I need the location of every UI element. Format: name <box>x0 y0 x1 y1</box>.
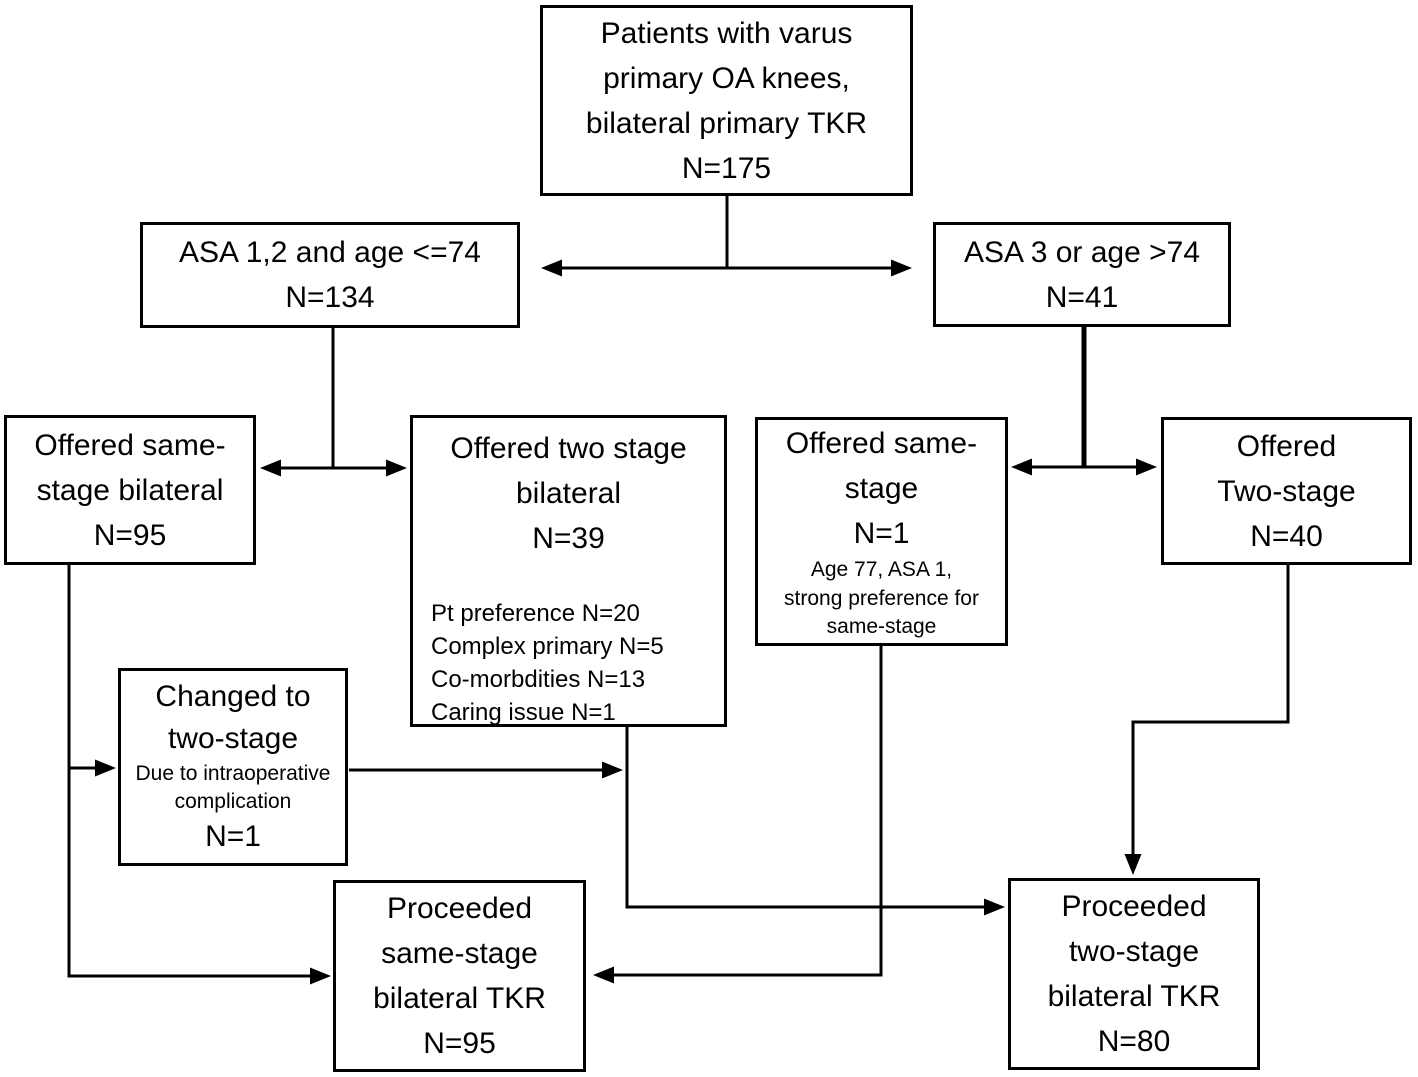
box-proceeded-same-stage: Proceeded same-stage bilateral TKR N=95 <box>333 880 586 1072</box>
box-text-line: Offered <box>1236 429 1337 463</box>
box-offered-same-stage-bilateral: Offered same- stage bilateral N=95 <box>4 415 256 565</box>
box-note-line: same-stage <box>826 615 937 639</box>
box-asa12-age-le74: ASA 1,2 and age <=74 N=134 <box>140 222 520 328</box>
box-text-line: two-stage <box>167 721 299 755</box>
box-proceeded-two-stage: Proceeded two-stage bilateral TKR N=80 <box>1008 878 1260 1070</box>
box-text-line: Patients with varus <box>600 16 853 50</box>
reason-item: Caring issue N=1 <box>431 699 616 727</box>
box-n-count: N=134 <box>285 281 375 314</box>
box-offered-two-stage-bilateral: Offered two stage bilateral N=39 Pt pref… <box>410 415 727 727</box>
arrowhead-into-changed <box>95 759 116 777</box>
box-text-line: bilateral primary TKR <box>585 106 868 140</box>
box-n-count: N=95 <box>423 1027 496 1060</box>
box-text-line: ASA 1,2 and age <=74 <box>179 236 481 269</box>
box-text-line: Changed to <box>155 679 311 713</box>
box-text-line: stage bilateral <box>36 473 224 507</box>
box-note-line: Due to intraoperative <box>135 761 331 785</box>
box-note-line: complication <box>174 790 292 813</box>
box-n-count: N=40 <box>1250 519 1323 553</box>
arrowhead-into-proceeded-same-right <box>593 966 614 984</box>
box-n-count: N=1 <box>853 517 910 551</box>
box-offered-two-stage: Offered Two-stage N=40 <box>1161 417 1412 565</box>
box-text-line: Two-stage <box>1217 474 1356 508</box>
box-patients-root: Patients with varus primary OA knees, bi… <box>540 5 913 196</box>
box-text-line: bilateral TKR <box>373 982 546 1015</box>
arrowhead-to-offered-same-stage <box>1011 458 1032 476</box>
box-text-line: Proceeded <box>386 892 533 925</box>
box-note-line: Age 77, ASA 1, <box>810 558 953 582</box>
reason-item: Co-morbdities N=13 <box>431 666 646 694</box>
box-text-line: same-stage <box>381 937 538 970</box>
arrowhead-left-to-asa12 <box>541 259 562 277</box>
arrowhead-into-proceeded-two-top <box>1124 854 1142 875</box>
arrowhead-into-proceeded-same-left <box>310 967 331 985</box>
reason-list: Pt preference N=20 Complex primary N=5 C… <box>413 597 724 729</box>
box-text-line: Offered two stage <box>450 432 687 465</box>
box-n-count: N=175 <box>681 151 772 185</box>
box-changed-to-two-stage: Changed to two-stage Due to intraoperati… <box>118 668 348 866</box>
box-asa3-age-gt74: ASA 3 or age >74 N=41 <box>933 222 1231 327</box>
arrowhead-to-offered-two-stage <box>1136 458 1157 476</box>
box-text-line: Offered same- <box>785 427 978 461</box>
box-text-line: two-stage <box>1068 935 1200 968</box>
reason-item: Pt preference N=20 <box>431 600 640 627</box>
box-n-count: N=1 <box>205 820 261 854</box>
box-n-count: N=39 <box>532 522 605 555</box>
box-n-count: N=41 <box>1045 280 1119 314</box>
connector-ots-to-proceeded-two <box>1131 564 1290 858</box>
arrowhead-into-proceeded-two-left <box>984 898 1005 916</box>
box-text-line: Proceeded <box>1061 890 1207 923</box>
arrowhead-changed-to-two-stage-path <box>602 761 623 779</box>
box-offered-same-stage: Offered same- stage N=1 Age 77, ASA 1, s… <box>755 417 1008 646</box>
box-text-line: primary OA knees, <box>603 61 850 95</box>
box-text-line: stage <box>844 472 919 506</box>
connector-otb-to-proceeded-two <box>625 727 988 909</box>
arrowhead-to-offered-same-bilateral <box>260 459 281 477</box>
box-text-line: ASA 3 or age >74 <box>963 235 1200 269</box>
box-text-line: bilateral TKR <box>1047 980 1221 1013</box>
box-n-count: N=80 <box>1097 1025 1171 1058</box>
box-note-line: strong preference for <box>784 586 979 610</box>
box-n-count: N=95 <box>93 518 167 552</box>
arrowhead-to-offered-two-bilateral <box>386 459 407 477</box>
reason-item: Complex primary N=5 <box>431 633 664 661</box>
box-text-line: bilateral <box>515 477 622 510</box>
arrowhead-right-to-asa3 <box>891 259 912 277</box>
box-text-line: Offered same- <box>34 428 226 462</box>
